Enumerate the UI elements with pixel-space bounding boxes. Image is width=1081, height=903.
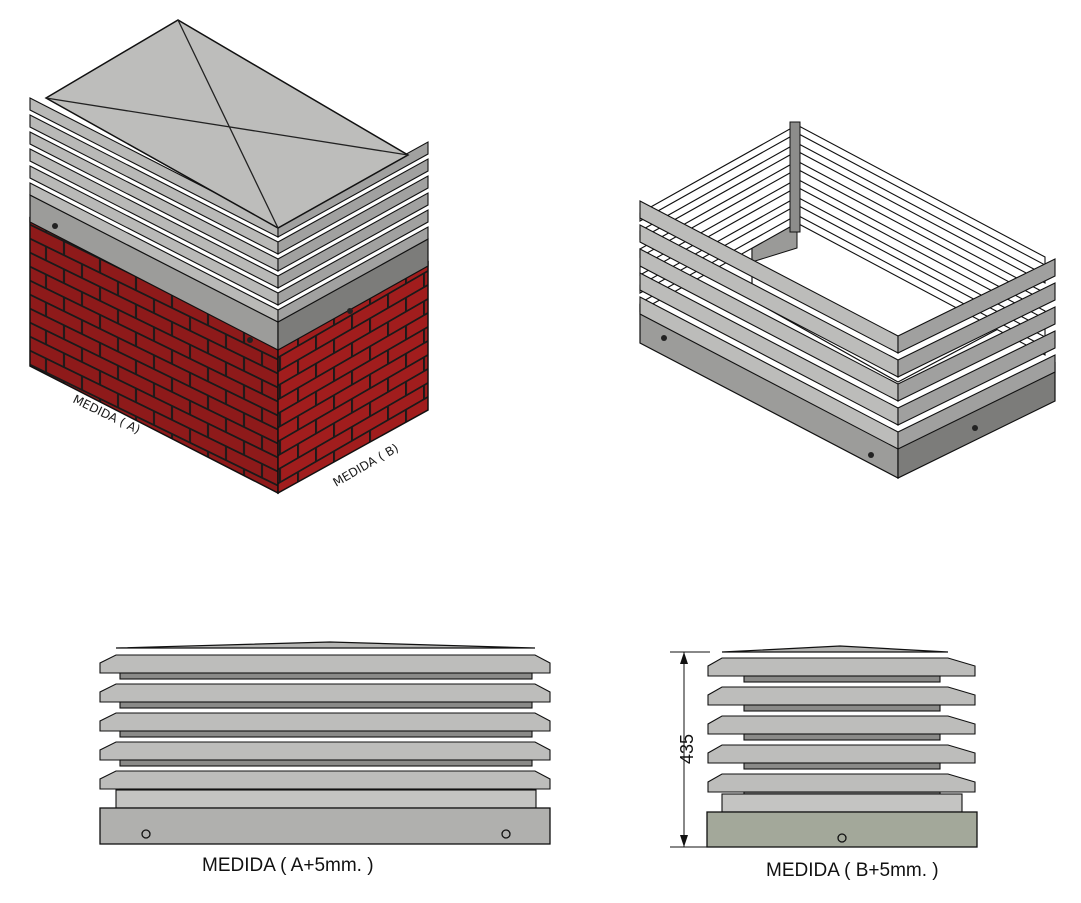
frame-front-slat-right xyxy=(897,306,1056,402)
elev-base-band xyxy=(99,807,551,845)
elev-roof xyxy=(721,645,949,653)
louver-slat-right xyxy=(277,175,429,272)
frame-front-slat-right xyxy=(897,258,1056,354)
elev-lower-band xyxy=(115,789,537,809)
screw-icon xyxy=(247,337,253,343)
frame-front-slat-right xyxy=(897,354,1056,450)
elev-louver-gap xyxy=(743,704,941,712)
side-caption: MEDIDA ( B+5mm. ) xyxy=(766,860,939,881)
elev-louver-gap xyxy=(119,672,533,680)
louver-slat-right xyxy=(277,158,429,255)
elev-louver-slat xyxy=(99,712,551,732)
front-caption: MEDIDA ( A+5mm. ) xyxy=(202,855,374,876)
elev-louver-slat xyxy=(99,770,551,790)
louver-slat-right xyxy=(277,192,429,289)
screw-icon xyxy=(501,829,511,839)
frame-front-slats xyxy=(639,200,1056,450)
screw-icon xyxy=(837,833,847,843)
elev-louver-gap xyxy=(119,701,533,709)
elev-base-band xyxy=(706,811,978,848)
elev-louver-slat xyxy=(707,773,976,793)
elev-louver-gap xyxy=(119,759,533,767)
screw-icon xyxy=(347,308,353,314)
front-elevation: MEDIDA ( A+5mm. ) xyxy=(99,641,551,876)
frame-corner-post xyxy=(789,121,801,233)
elev-louver-gap xyxy=(743,733,941,741)
height-dimension: 435 xyxy=(670,651,710,848)
elev-louver-slat xyxy=(707,744,976,764)
elev-louver-gap xyxy=(743,762,941,770)
screw-icon xyxy=(141,829,151,839)
screw-icon xyxy=(661,335,667,341)
side-elevation: 435 MEDIDA ( B+5mm. ) xyxy=(670,645,978,881)
iso-frame-view xyxy=(639,121,1056,479)
louver-slat-right xyxy=(277,226,429,323)
louver-slats xyxy=(29,97,429,323)
elev-louver-slat xyxy=(99,683,551,703)
screw-icon xyxy=(52,223,58,229)
elev-lower-band xyxy=(721,793,963,813)
iso-installed-view: MEDIDA ( A) MEDIDA ( B) xyxy=(29,19,429,495)
frame-front-slat-right xyxy=(897,330,1056,426)
elev-louver-gap xyxy=(743,675,941,683)
screw-icon xyxy=(972,425,978,431)
elev-louver-slat xyxy=(99,741,551,761)
elev-louver-slat xyxy=(707,715,976,735)
height-dimension-value: 435 xyxy=(677,734,697,764)
elev-louver-slat xyxy=(707,657,976,677)
elev-louver-slat xyxy=(99,654,551,674)
roof-cross-lines xyxy=(45,19,409,229)
elev-louver-gap xyxy=(119,730,533,738)
elev-louver-slat xyxy=(707,686,976,706)
screw-icon xyxy=(868,452,874,458)
elev-roof xyxy=(115,641,536,649)
louver-slat-right xyxy=(277,209,429,306)
frame-front-slat-right xyxy=(897,282,1056,378)
